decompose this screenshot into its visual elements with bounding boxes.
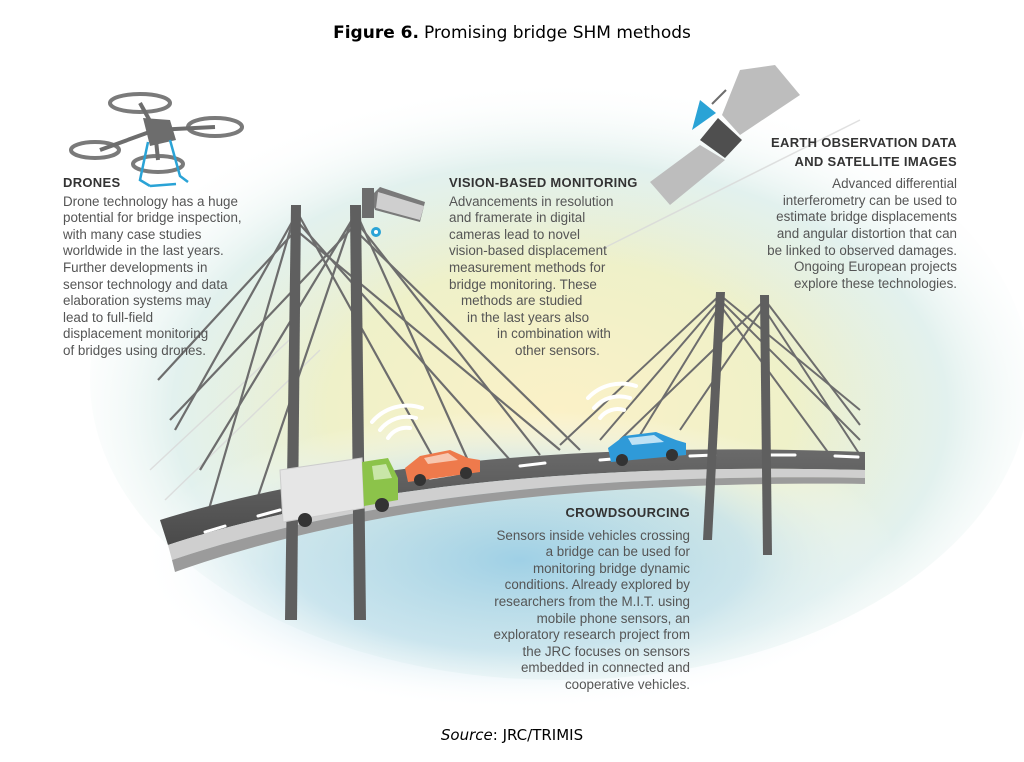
right-tower-cables — [559, 294, 861, 456]
figure-label: Figure 6. — [333, 23, 419, 43]
blue-car — [608, 432, 686, 466]
earth-line: explore these technologies. — [793, 275, 957, 291]
vision-line: methods are studied — [461, 293, 583, 309]
drones-section: DRONES Drone technology has a huge poten… — [63, 175, 242, 360]
drone-icon — [69, 92, 244, 188]
crowd-line: mobile phone sensors, an — [536, 610, 690, 626]
drones-line: sensor technology and data — [63, 276, 228, 292]
source-credit: Source: JRC/TRIMIS — [0, 726, 1024, 744]
earth-line: and angular distortion that can — [776, 225, 957, 241]
crowd-line: the JRC focuses on sensors — [522, 643, 690, 659]
crowd-line: conditions. Already explored by — [504, 577, 690, 593]
earth-line: Ongoing European projects — [793, 259, 957, 275]
vision-line: bridge monitoring. These — [449, 276, 597, 292]
satellite-icon — [650, 65, 800, 205]
crowdsourcing-section: CROWDSOURCING Sensors inside vehicles cr… — [470, 505, 690, 694]
vision-line: vision-based displacement — [449, 243, 607, 259]
crowd-line: a bridge can be used for — [545, 544, 690, 560]
vision-line: and framerate in digital — [449, 210, 586, 226]
crowd-line: Sensors inside vehicles crossing — [496, 527, 690, 543]
figure-caption: Promising bridge SHM methods — [423, 23, 691, 43]
drones-line: of bridges using drones. — [63, 342, 206, 358]
crowd-line: cooperative vehicles. — [564, 676, 690, 692]
figure-title: Figure 6. Promising bridge SHM methods — [0, 22, 1024, 43]
source-label: Source — [440, 726, 493, 744]
vision-line: other sensors. — [515, 342, 600, 358]
drones-line: with many case studies — [63, 226, 202, 242]
vision-line: in the last years also — [467, 309, 590, 325]
earth-line: Advanced differential — [832, 176, 957, 192]
wifi-signal-icon — [370, 381, 638, 440]
truck — [279, 457, 398, 527]
camera-icon — [362, 187, 425, 237]
drones-line: lead to full-field — [63, 309, 154, 325]
crowd-line: monitoring bridge dynamic — [532, 560, 690, 576]
crowd-line: exploratory research project from — [493, 627, 690, 643]
drones-heading: DRONES — [63, 175, 121, 190]
vision-line: measurement methods for — [449, 259, 606, 275]
earth-line: estimate bridge displacements — [776, 209, 957, 225]
vision-line: cameras lead to novel — [449, 226, 581, 242]
vision-section: VISION-BASED MONITORING Advancements in … — [449, 175, 638, 360]
vision-line: Advancements in resolution — [449, 193, 614, 209]
earth-line: interferometry can be used to — [782, 192, 957, 208]
earth-line: be linked to observed damages. — [767, 242, 957, 258]
drones-line: displacement monitoring — [63, 326, 209, 342]
earth-heading-1: EARTH OBSERVATION DATA — [771, 135, 957, 150]
vision-heading: VISION-BASED MONITORING — [449, 175, 638, 190]
drones-line: potential for bridge inspection, — [63, 210, 242, 226]
crowd-heading: CROWDSOURCING — [565, 505, 690, 520]
earth-observation-section: EARTH OBSERVATION DATA AND SATELLITE IMA… — [767, 135, 957, 292]
drones-line: Drone technology has a huge — [63, 193, 238, 209]
orange-car — [405, 450, 480, 486]
vision-line: in combination with — [497, 326, 611, 342]
drones-line: elaboration systems may — [63, 293, 212, 309]
source-text: : JRC/TRIMIS — [492, 726, 584, 744]
left-tower-cables — [157, 209, 581, 541]
crowd-line: embedded in connected and — [520, 660, 690, 676]
right-tower — [703, 292, 772, 555]
crowd-line: researchers from the M.I.T. using — [494, 593, 690, 609]
drones-line: worldwide in the last years. — [63, 243, 224, 259]
drones-line: Further developments in — [63, 259, 208, 275]
earth-heading-2: AND SATELLITE IMAGES — [794, 153, 957, 169]
